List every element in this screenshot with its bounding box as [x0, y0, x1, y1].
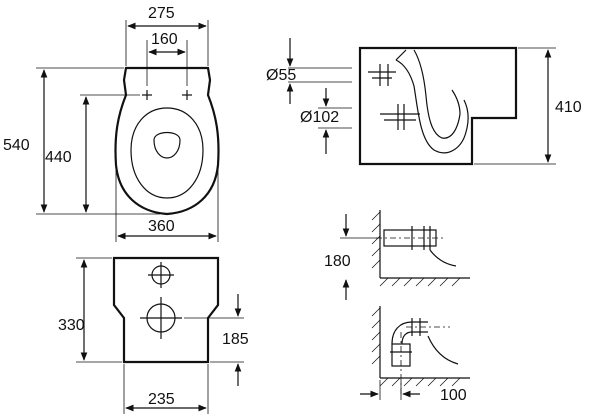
- dim-440: 440: [45, 149, 72, 166]
- dim-180: 180: [324, 253, 351, 270]
- outlet-circle: [140, 297, 182, 339]
- fixing-point-right: [182, 90, 192, 100]
- inlet-circle: [148, 262, 174, 288]
- detail-view-inlet: 180: [324, 210, 470, 300]
- side-view: Ø55 Ø102 410: [266, 38, 582, 166]
- dim-540: 540: [3, 137, 30, 154]
- side-view-outline: [358, 46, 518, 166]
- fixing-point-left: [142, 90, 152, 100]
- dim-330: 330: [58, 317, 85, 334]
- dim-275: 275: [148, 5, 175, 22]
- dim-360: 360: [148, 218, 175, 235]
- dim-diam-102: Ø102: [300, 109, 339, 126]
- dim-235: 235: [148, 391, 175, 408]
- rear-view-outline: [112, 256, 220, 364]
- dim-100: 100: [440, 387, 467, 404]
- inlet-fitting: [368, 64, 396, 86]
- top-view-drain: [153, 131, 181, 159]
- top-view: 275 160 540 440 360: [3, 5, 220, 242]
- outlet-fitting: [380, 104, 420, 130]
- top-view-outline: [114, 66, 220, 216]
- dim-185: 185: [222, 331, 249, 348]
- rear-view: 330 185 235: [58, 256, 249, 414]
- top-view-bowl: [130, 107, 204, 199]
- dim-diam-55: Ø55: [266, 67, 296, 84]
- side-view-trapway: [395, 59, 469, 154]
- detail-view-floor: 100: [360, 306, 470, 404]
- dim-160: 160: [151, 31, 178, 48]
- dim-410: 410: [555, 99, 582, 116]
